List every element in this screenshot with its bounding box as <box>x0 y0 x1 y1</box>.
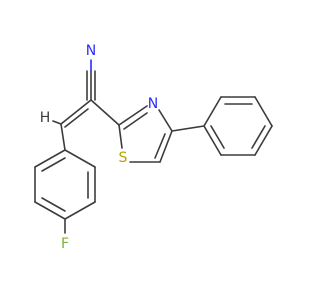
fluorophenyl-bond-6 <box>34 149 66 168</box>
vinyl-h-bond <box>52 120 62 125</box>
structure-drawing: N N S F H <box>34 43 273 252</box>
fluorophenyl-bond-4 <box>34 201 66 220</box>
double-bond-inner <box>64 108 89 128</box>
fluorine-label: F <box>61 236 69 252</box>
thiazole-sulfur-label: S <box>119 150 128 166</box>
fluorophenyl-inner-double-3 <box>41 157 66 172</box>
double-bond-main <box>60 99 92 125</box>
phenyl-bond-3 <box>254 96 273 127</box>
nitrile-nitrogen-label: N <box>86 43 96 59</box>
thiazole-c2-n <box>118 105 148 126</box>
nitrile-group <box>86 59 96 101</box>
phenyl-inner-double-3 <box>210 125 225 149</box>
phenyl-inner-double-2 <box>251 125 266 149</box>
fluorophenyl-inner-double-2 <box>41 197 66 212</box>
thiazole-ring <box>118 105 205 163</box>
bond-to-fluorophenyl <box>60 123 66 151</box>
thiazole-c2-s <box>118 124 123 149</box>
thiazole-n-c4 <box>158 109 173 132</box>
phenyl-bond-4 <box>254 125 273 156</box>
thiazole-c4-c5-double <box>154 133 166 159</box>
phenyl-ring <box>203 96 273 156</box>
fluorophenyl-bond-1 <box>64 149 96 168</box>
phenyl-bond-6 <box>203 125 222 156</box>
thiazole-c2-n-double <box>123 112 148 130</box>
thiazole-nitrogen-label: N <box>148 96 158 112</box>
phenyl-bond-1 <box>203 96 222 127</box>
thiazole-c4-c5 <box>159 130 173 163</box>
central-bonds <box>52 99 120 151</box>
bond-to-thiazole <box>90 99 120 126</box>
fluorophenyl-ring <box>34 149 96 234</box>
molecule-diagram: N N S F H <box>34 43 273 252</box>
fluorophenyl-bond-3 <box>64 201 96 220</box>
bond-to-phenyl <box>171 125 205 132</box>
vinyl-hydrogen-label: H <box>40 110 51 126</box>
